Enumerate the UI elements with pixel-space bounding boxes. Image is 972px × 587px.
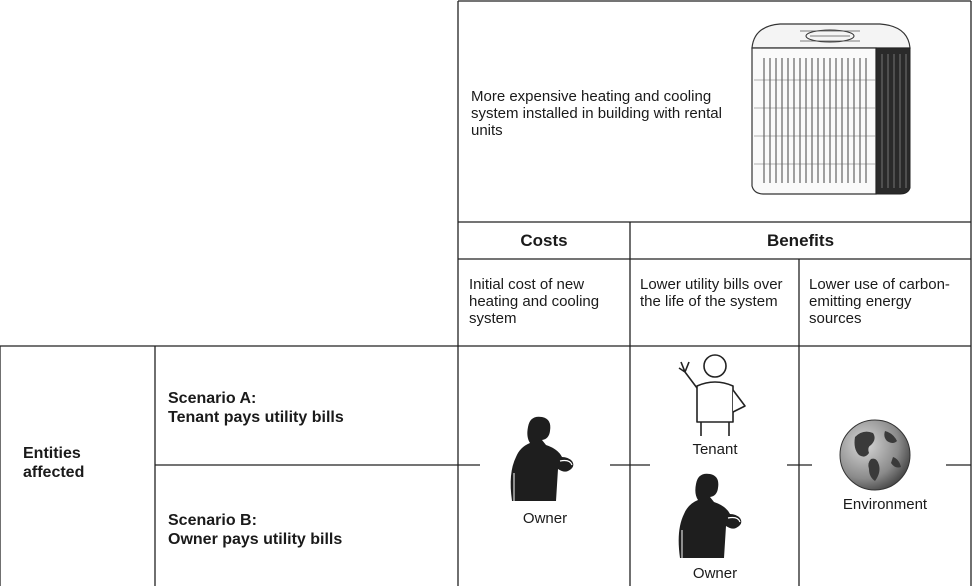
scenario-a-subtitle: Tenant pays utility bills bbox=[168, 409, 344, 426]
scenario-b-subtitle: Owner pays utility bills bbox=[168, 531, 343, 548]
owner-figure-icon bbox=[674, 470, 754, 567]
scenario-a-label: Scenario A: Tenant pays utility bills bbox=[168, 389, 448, 427]
entities-affected-label: Entities affected bbox=[23, 445, 85, 481]
tenant-label: Tenant bbox=[692, 441, 738, 458]
environment-label: Environment bbox=[842, 496, 928, 513]
scenario-b-title: Scenario B: bbox=[168, 512, 257, 529]
cost-owner-label: Owner bbox=[522, 510, 568, 527]
column-initial-cost: Initial cost of new heating and cooling … bbox=[469, 276, 600, 327]
project-description: More expensive heating and cooling syste… bbox=[471, 88, 722, 139]
owner-benefit-label: Owner bbox=[692, 565, 738, 582]
benefits-header: Benefits bbox=[766, 231, 835, 250]
costs-header: Costs bbox=[520, 231, 568, 250]
column-lower-carbon-use: Lower use of carbon-emitting energy sour… bbox=[809, 276, 950, 327]
globe-icon bbox=[837, 417, 913, 498]
owner-figure-icon bbox=[506, 413, 586, 510]
scenario-a-title: Scenario A: bbox=[168, 390, 257, 407]
tenant-figure-icon bbox=[675, 350, 755, 441]
column-lower-utility-bills: Lower utility bills over the life of the… bbox=[640, 276, 783, 310]
scenario-b-label: Scenario B: Owner pays utility bills bbox=[168, 511, 448, 549]
air-conditioner-unit-icon bbox=[740, 18, 918, 203]
